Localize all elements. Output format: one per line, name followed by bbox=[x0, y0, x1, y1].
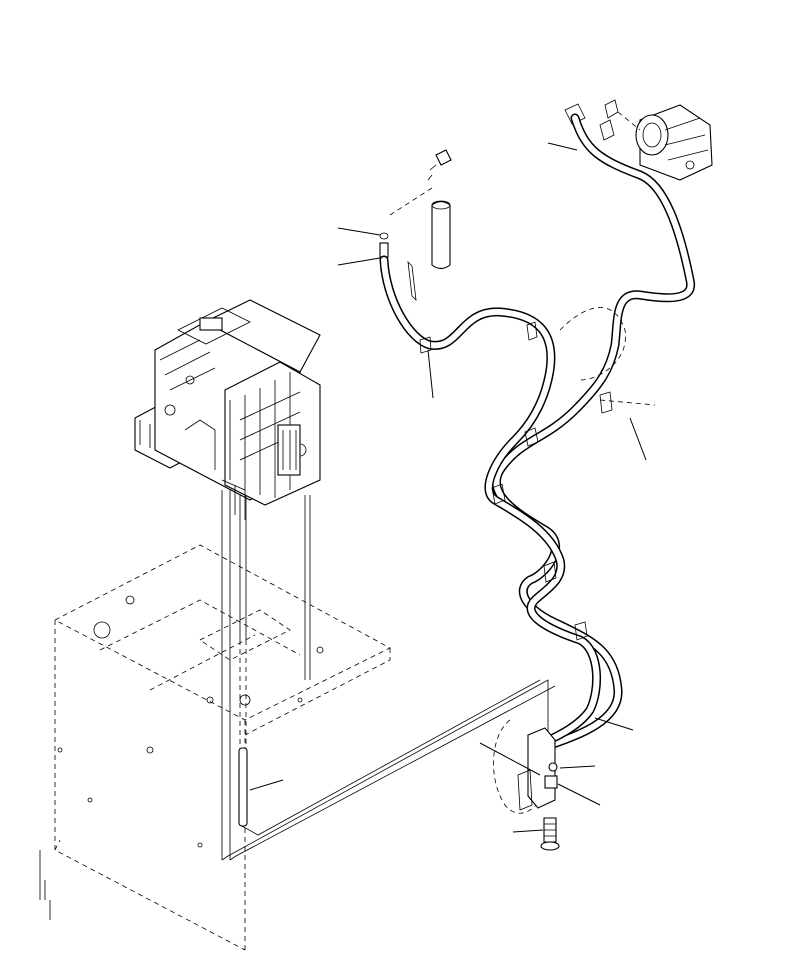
receiver-drier bbox=[389, 149, 452, 270]
crop-marks bbox=[39, 850, 51, 920]
hose-clamps bbox=[419, 321, 588, 641]
routing-hint bbox=[559, 307, 656, 414]
condenser-bracket bbox=[479, 717, 634, 851]
hose-liquid bbox=[379, 255, 602, 747]
hose-fitting bbox=[337, 227, 417, 302]
compressor bbox=[547, 99, 713, 181]
hvac-unit bbox=[134, 299, 321, 520]
callout-leaders bbox=[427, 349, 647, 461]
drain-tube bbox=[238, 747, 284, 827]
floor-plate bbox=[54, 544, 391, 951]
